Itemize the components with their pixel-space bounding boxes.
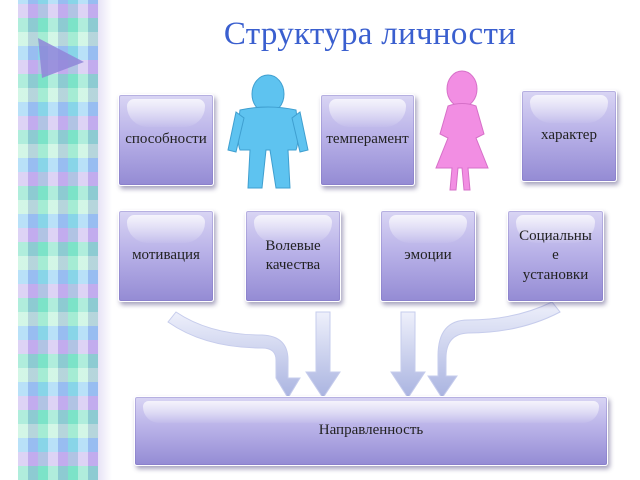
box-social-label: Социальны е установки bbox=[519, 227, 592, 283]
box-emotions: эмоции bbox=[380, 210, 476, 302]
box-social: Социальны е установки bbox=[507, 210, 604, 302]
arrow-volitional bbox=[305, 311, 341, 399]
box-temperament-label: темперамент bbox=[326, 131, 409, 148]
arrow-right-curved bbox=[427, 301, 561, 399]
box-temperament: темперамент bbox=[320, 94, 415, 186]
box-emotions-label: эмоции bbox=[404, 247, 452, 264]
box-volitional: Волевые качества bbox=[245, 210, 341, 302]
box-character-label: характер bbox=[541, 127, 597, 144]
page-title: Структура личности bbox=[223, 16, 517, 52]
box-abilities-label: способности bbox=[125, 131, 207, 148]
box-motivation: мотивация bbox=[118, 210, 214, 302]
box-volitional-label: Волевые качества bbox=[265, 237, 321, 274]
arrow-emotions bbox=[390, 311, 426, 399]
box-orientation: Направленность bbox=[134, 396, 608, 466]
box-gloss bbox=[143, 401, 599, 423]
arrow-left-curved bbox=[167, 311, 301, 399]
strip-shadow bbox=[98, 0, 112, 480]
box-motivation-label: мотивация bbox=[132, 247, 200, 264]
box-gloss bbox=[389, 215, 467, 243]
box-gloss bbox=[127, 215, 205, 243]
box-orientation-label: Направленность bbox=[318, 422, 424, 439]
decorative-mosaic-strip bbox=[18, 0, 98, 480]
